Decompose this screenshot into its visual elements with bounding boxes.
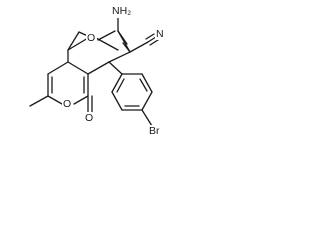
ring-oxygen-top-label: O [87, 32, 95, 44]
bond-lines [29, 17, 159, 127]
bromine-label: Br [149, 125, 160, 137]
ring-oxygen-bottom-label: O [63, 98, 71, 110]
chemical-structure-diagram: NH₂ N O O O Br [29, 5, 166, 138]
atom-labels: NH₂ N O O O Br [62, 5, 166, 138]
amino-group-label: NH₂ [112, 5, 131, 17]
nitrile-nitrogen-label: N [156, 28, 164, 40]
carbonyl-oxygen-label: O [85, 112, 93, 124]
